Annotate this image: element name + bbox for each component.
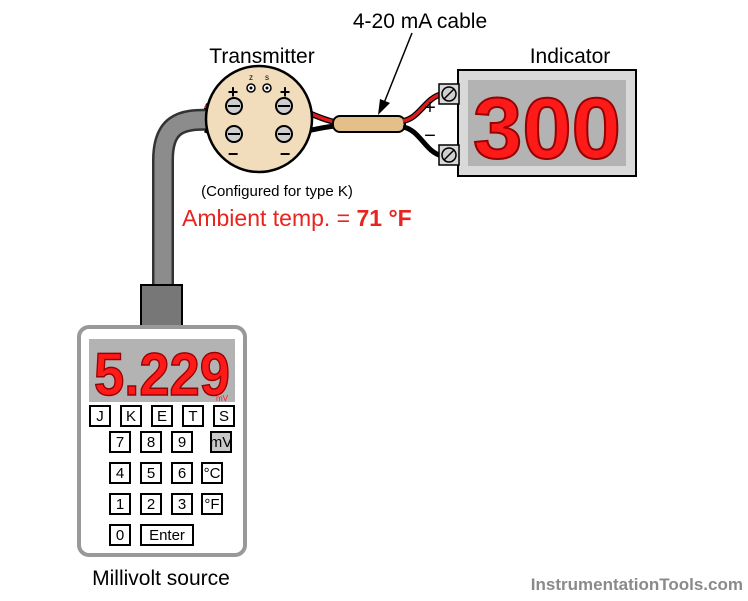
ambient-label: Ambient temp. = bbox=[182, 205, 357, 231]
key-label: T bbox=[188, 408, 197, 425]
ambient-temperature: Ambient temp. = 71 °F bbox=[182, 205, 412, 231]
key-t[interactable]: T bbox=[182, 405, 204, 427]
key-e[interactable]: E bbox=[151, 405, 173, 427]
indicator-label: Indicator bbox=[530, 45, 611, 68]
keypad: J K E T S 7 8 9 mV 4 5 6 °C 1 2 3 °F 0 Enter bbox=[89, 405, 235, 546]
cable-strain-relief bbox=[140, 284, 183, 330]
transmitter-housing bbox=[204, 64, 314, 174]
key-label: °C bbox=[204, 465, 221, 482]
key-9[interactable]: 9 bbox=[171, 431, 193, 453]
key-label: S bbox=[219, 408, 229, 425]
key-enter[interactable]: Enter bbox=[140, 524, 194, 546]
source-cable-core bbox=[154, 111, 221, 299]
calibrator-reading: 5.229 bbox=[94, 341, 230, 408]
key-mv[interactable]: mV bbox=[210, 431, 233, 453]
key-label: Enter bbox=[149, 527, 185, 544]
key-label: 5 bbox=[147, 465, 155, 482]
terminal-plus-left: + bbox=[228, 82, 239, 102]
key-5[interactable]: 5 bbox=[140, 462, 162, 484]
key-label: 2 bbox=[147, 496, 155, 513]
calibrator-unit: mV bbox=[216, 394, 229, 403]
watermark: InstrumentationTools.com bbox=[531, 575, 743, 594]
key-label: 8 bbox=[147, 434, 155, 451]
key-label: °F bbox=[204, 496, 219, 513]
indicator-reading: 300 bbox=[473, 81, 621, 177]
ambient-value: 71 °F bbox=[357, 205, 412, 231]
zero-label: z bbox=[249, 73, 253, 82]
calibrator-display-bg bbox=[89, 339, 235, 402]
cable-callout-arrowhead bbox=[378, 99, 390, 115]
transmitter: z s + + − − bbox=[204, 64, 314, 174]
cable-callout-arrow bbox=[383, 32, 413, 104]
key-4[interactable]: 4 bbox=[109, 462, 131, 484]
key-s[interactable]: S bbox=[213, 405, 235, 427]
key-k[interactable]: K bbox=[120, 405, 142, 427]
key-label: 1 bbox=[116, 496, 124, 513]
key-label: E bbox=[157, 408, 167, 425]
key-label: 4 bbox=[116, 465, 124, 482]
key-label: mV bbox=[210, 434, 233, 451]
transmitter-label: Transmitter bbox=[209, 45, 314, 68]
key-j[interactable]: J bbox=[89, 405, 111, 427]
key-label: 6 bbox=[178, 465, 186, 482]
cable-label: 4-20 mA cable bbox=[353, 10, 487, 33]
key-label: 3 bbox=[178, 496, 186, 513]
key-2[interactable]: 2 bbox=[140, 493, 162, 515]
terminal-minus-right: − bbox=[280, 144, 291, 164]
key-0[interactable]: 0 bbox=[109, 524, 131, 546]
wire-black-indicator bbox=[402, 124, 443, 159]
key-label: 0 bbox=[116, 527, 124, 544]
indicator-display-bg bbox=[468, 80, 626, 166]
key-label: K bbox=[126, 408, 136, 425]
millivolt-source: 5.229 mV J K E T S 7 8 9 mV 4 5 6 °C 1 2 3 °F 0 Enter bbox=[77, 325, 247, 557]
configuration-note: (Configured for type K) bbox=[201, 183, 353, 200]
span-label: s bbox=[265, 73, 269, 82]
key-6[interactable]: 6 bbox=[171, 462, 193, 484]
key-label: J bbox=[96, 408, 104, 425]
terminal-minus-left: − bbox=[228, 144, 239, 164]
key-3[interactable]: 3 bbox=[171, 493, 193, 515]
key-7[interactable]: 7 bbox=[109, 431, 131, 453]
key-deg-f[interactable]: °F bbox=[201, 493, 223, 515]
key-label: 9 bbox=[178, 434, 186, 451]
key-deg-c[interactable]: °C bbox=[201, 462, 223, 484]
key-8[interactable]: 8 bbox=[140, 431, 162, 453]
terminal-plus-right: + bbox=[280, 82, 291, 102]
key-label: 7 bbox=[116, 434, 124, 451]
signal-cable bbox=[332, 115, 406, 133]
indicator-plus: + bbox=[424, 97, 436, 119]
indicator-minus: − bbox=[424, 125, 436, 147]
key-1[interactable]: 1 bbox=[109, 493, 131, 515]
source-label: Millivolt source bbox=[92, 567, 230, 590]
indicator: + − 300 bbox=[424, 69, 637, 178]
